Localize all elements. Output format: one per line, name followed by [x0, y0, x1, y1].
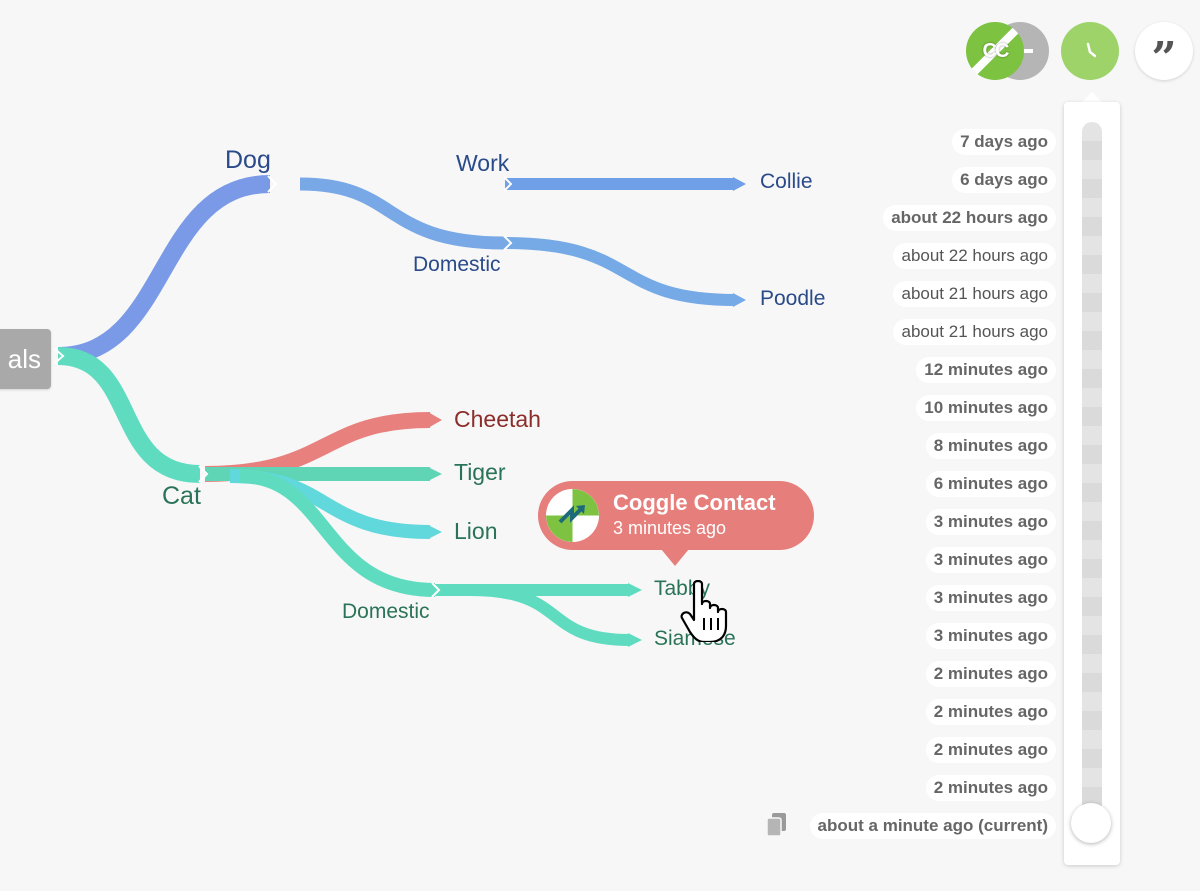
- node-dog-domestic[interactable]: Domestic: [413, 253, 501, 276]
- hand-cursor-icon: [680, 580, 728, 642]
- chevron-dog: [267, 175, 278, 193]
- arrow-siamese: [628, 633, 642, 647]
- branch-dog: [57, 175, 271, 365]
- avatar: CC: [966, 22, 1024, 80]
- history-version-item[interactable]: about 22 hours ago: [883, 205, 1056, 231]
- chevron-domestic: [503, 235, 513, 251]
- clock-icon: [1086, 42, 1097, 58]
- tooltip-timestamp: 3 minutes ago: [613, 518, 727, 538]
- history-version-item[interactable]: 6 days ago: [952, 167, 1056, 193]
- history-version-item[interactable]: 3 minutes ago: [925, 509, 1056, 535]
- history-panel-arrow: [1081, 92, 1103, 103]
- history-version-item[interactable]: 6 minutes ago: [925, 471, 1056, 497]
- node-cat-domestic[interactable]: Domestic: [342, 600, 430, 623]
- history-version-item[interactable]: 2 minutes ago: [925, 661, 1056, 687]
- quote-icon: ”: [1151, 32, 1177, 84]
- node-cat[interactable]: Cat: [162, 482, 201, 510]
- avatar-initials: CC: [982, 39, 1010, 62]
- history-version-item[interactable]: 8 minutes ago: [925, 433, 1056, 459]
- history-version-item[interactable]: 3 minutes ago: [925, 585, 1056, 611]
- history-version-item[interactable]: 2 minutes ago: [925, 737, 1056, 763]
- arrow-poodle: [733, 293, 746, 307]
- node-collie[interactable]: Collie: [760, 170, 813, 193]
- history-version-item[interactable]: 3 minutes ago: [925, 547, 1056, 573]
- node-work[interactable]: Work: [456, 150, 510, 176]
- copy-icon[interactable]: [766, 813, 788, 837]
- history-button[interactable]: [1061, 22, 1119, 80]
- tooltip-author-name: Coggle Contact: [613, 490, 776, 515]
- comments-button[interactable]: ”: [1135, 22, 1193, 84]
- author-tooltip: Coggle Contact 3 minutes ago: [538, 481, 814, 550]
- node-cheetah[interactable]: Cheetah: [454, 406, 541, 432]
- history-version-item[interactable]: about 21 hours ago: [893, 281, 1056, 307]
- arrow-tabby: [628, 583, 642, 597]
- node-tiger[interactable]: Tiger: [454, 459, 506, 485]
- arrow-tiger: [428, 467, 442, 481]
- arrow-lion: [428, 525, 442, 539]
- coggle-logo-icon: [546, 489, 599, 542]
- history-version-item[interactable]: about a minute ago (current): [809, 813, 1056, 839]
- branch-domestic-poodle: [504, 237, 736, 306]
- branch-cheetah: [204, 412, 431, 482]
- history-slider-thumb[interactable]: [1071, 803, 1111, 843]
- collaborators-button[interactable]: CC: [966, 22, 1050, 80]
- arrow-collie: [733, 177, 746, 191]
- history-version-item[interactable]: 7 days ago: [952, 129, 1056, 155]
- node-lion[interactable]: Lion: [454, 518, 498, 544]
- chevron-cat: [198, 465, 209, 483]
- history-version-item[interactable]: 10 minutes ago: [916, 395, 1056, 421]
- branch-siamese: [469, 584, 631, 646]
- chevron-cat-domestic: [431, 582, 441, 598]
- tooltip-arrow: [661, 549, 689, 566]
- history-version-item[interactable]: 3 minutes ago: [925, 623, 1056, 649]
- chevron-work: [503, 176, 513, 192]
- branch-cat: [57, 347, 201, 483]
- root-node-label: als: [7, 344, 41, 374]
- history-version-item[interactable]: 2 minutes ago: [925, 699, 1056, 725]
- arrow-cheetah: [428, 412, 442, 428]
- history-version-item[interactable]: about 21 hours ago: [893, 319, 1056, 345]
- history-version-item[interactable]: 2 minutes ago: [925, 775, 1056, 801]
- root-node[interactable]: als: [0, 329, 51, 389]
- history-slider-track[interactable]: [1082, 122, 1102, 826]
- node-dog[interactable]: Dog: [225, 146, 271, 174]
- history-version-item[interactable]: 12 minutes ago: [916, 357, 1056, 383]
- chevron-root: [54, 348, 65, 364]
- branch-cat-domestic: [239, 469, 436, 597]
- node-poodle[interactable]: Poodle: [760, 287, 826, 310]
- history-version-item[interactable]: about 22 hours ago: [893, 243, 1056, 269]
- branch-dog-domestic: [299, 177, 506, 250]
